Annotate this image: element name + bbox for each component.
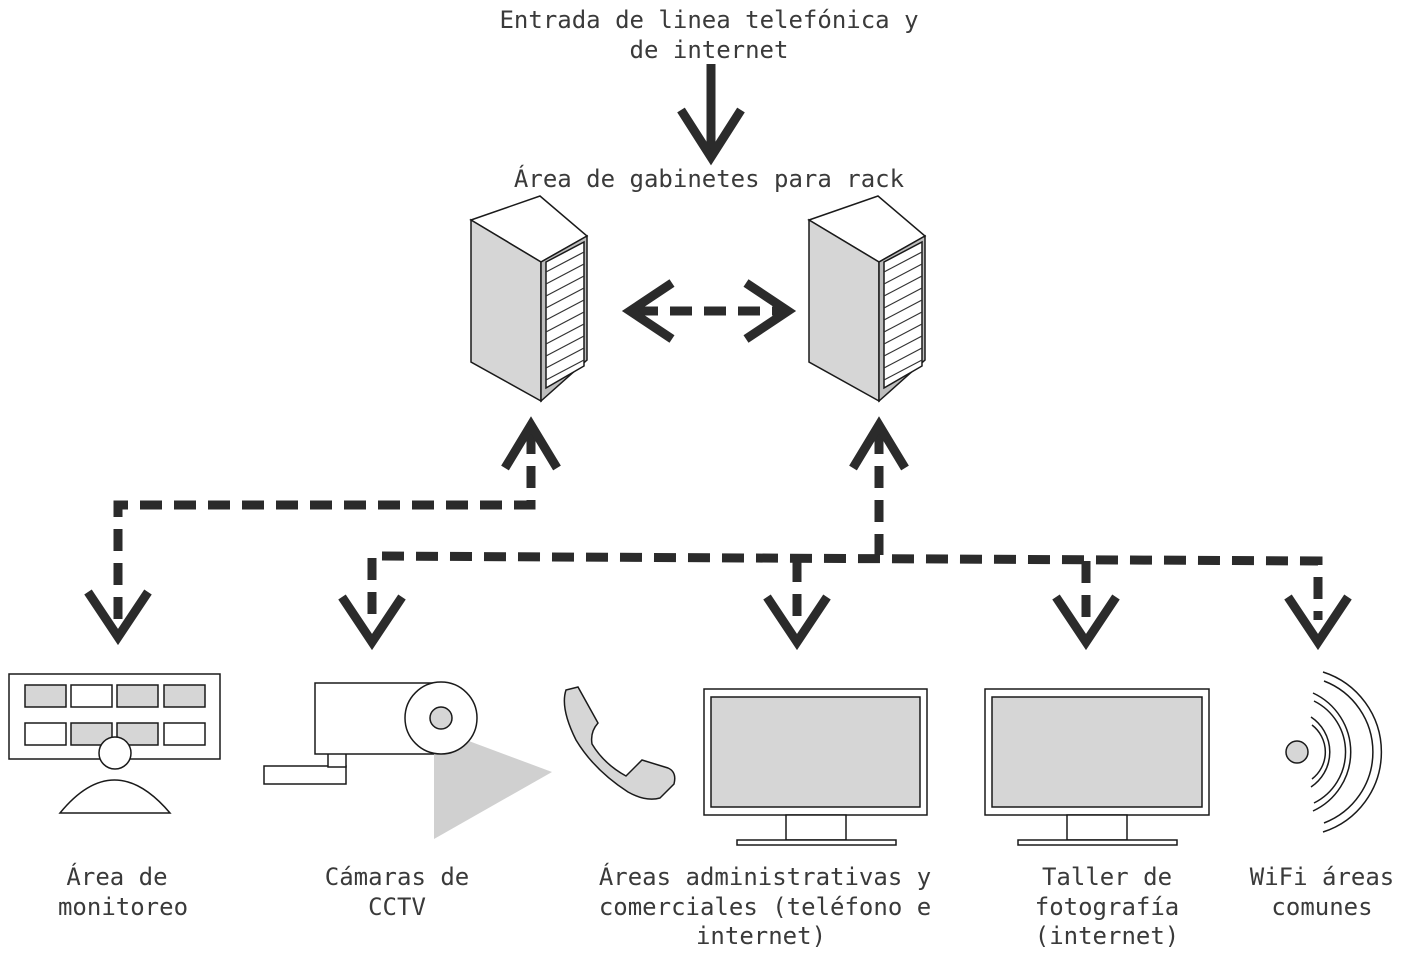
rack-cabinet-right-icon — [807, 195, 927, 403]
wifi-label-line1: WiFi áreas — [1250, 863, 1395, 891]
monitoring-station-icon — [8, 673, 221, 814]
rack-cabinet-left-icon — [469, 195, 589, 403]
photo-label-line2: fotografía — [1035, 893, 1180, 921]
wifi-icon — [1285, 671, 1383, 833]
admin-monitor-icon — [703, 688, 928, 846]
devices-bus-arrow — [338, 416, 1352, 651]
cctv-label-line2: CCTV — [368, 893, 426, 921]
photo-label-line1: Taller de — [1042, 863, 1172, 891]
input-label-line2: de internet — [630, 36, 789, 64]
phone-icon — [563, 686, 676, 800]
photo-label-line3: (internet) — [1035, 922, 1180, 950]
input-label-line1: Entrada de linea telefónica y — [499, 6, 918, 34]
rack-area-label: Área de gabinetes para rack — [514, 164, 905, 193]
rack-link-arrow — [621, 279, 797, 343]
photo-monitor-icon — [984, 688, 1210, 846]
input-arrow — [677, 64, 745, 166]
cctv-camera-icon — [263, 681, 552, 839]
monitoring-link-arrow — [84, 416, 561, 646]
admin-label-line3: internet) — [696, 922, 826, 950]
monitoring-label-line1: Área de — [66, 862, 167, 891]
cctv-label-line1: Cámaras de — [325, 863, 470, 891]
admin-label-line2: comerciales (teléfono e — [599, 893, 931, 921]
wifi-label-line2: comunes — [1271, 893, 1372, 921]
admin-label-line1: Áreas administrativas y — [599, 862, 931, 891]
monitoring-label-line2: monitoreo — [58, 893, 188, 921]
